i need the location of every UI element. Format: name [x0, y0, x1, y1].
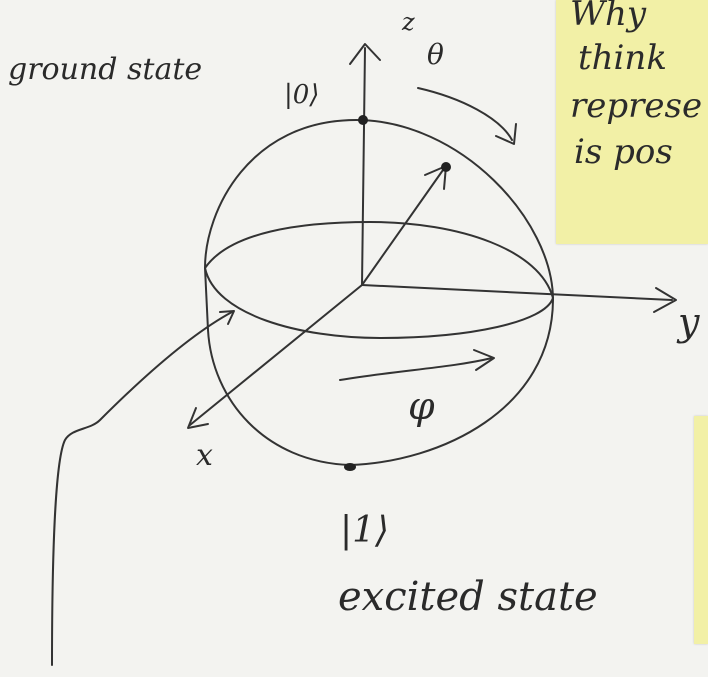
ket0-label: |0⟩ [284, 80, 320, 110]
y-axis [361, 284, 673, 301]
z-axis [361, 47, 366, 286]
equator-back [204, 221, 554, 299]
state-vector [361, 169, 444, 286]
phi-arrowhead [473, 349, 495, 371]
theta-label: θ [427, 38, 444, 71]
x-axis [189, 284, 363, 426]
equator-front [204, 267, 554, 339]
z-arrowhead [349, 43, 381, 65]
phi-label: φ [408, 384, 435, 428]
vector-tip-point [441, 162, 451, 172]
excited-state-point [344, 463, 356, 471]
ground-state-point [358, 115, 368, 125]
connector-line [51, 311, 233, 666]
y-arrowhead [653, 287, 677, 313]
ket1-label: |1⟩ [340, 510, 390, 551]
x-axis-label: x [196, 438, 213, 473]
y-axis-label: y [678, 300, 700, 344]
sticky-note-line: Why [570, 0, 647, 34]
theta-arrow [417, 87, 513, 141]
theta-arrowhead [495, 123, 517, 145]
sticky-note-line: think [578, 38, 667, 78]
sticky-note-line: represe [570, 86, 703, 126]
connector-arrowhead [219, 310, 235, 325]
z-axis-label: z [402, 8, 415, 36]
ground-state-label: ground state [8, 52, 203, 87]
sticky-note-bottom [694, 416, 708, 644]
excited-state-label: excited state [338, 574, 598, 620]
sticky-note-top: Why think represe is pos [556, 0, 708, 244]
sticky-note-line: is pos [574, 132, 673, 172]
phi-arrow [339, 357, 493, 381]
x-arrowhead [187, 407, 209, 429]
